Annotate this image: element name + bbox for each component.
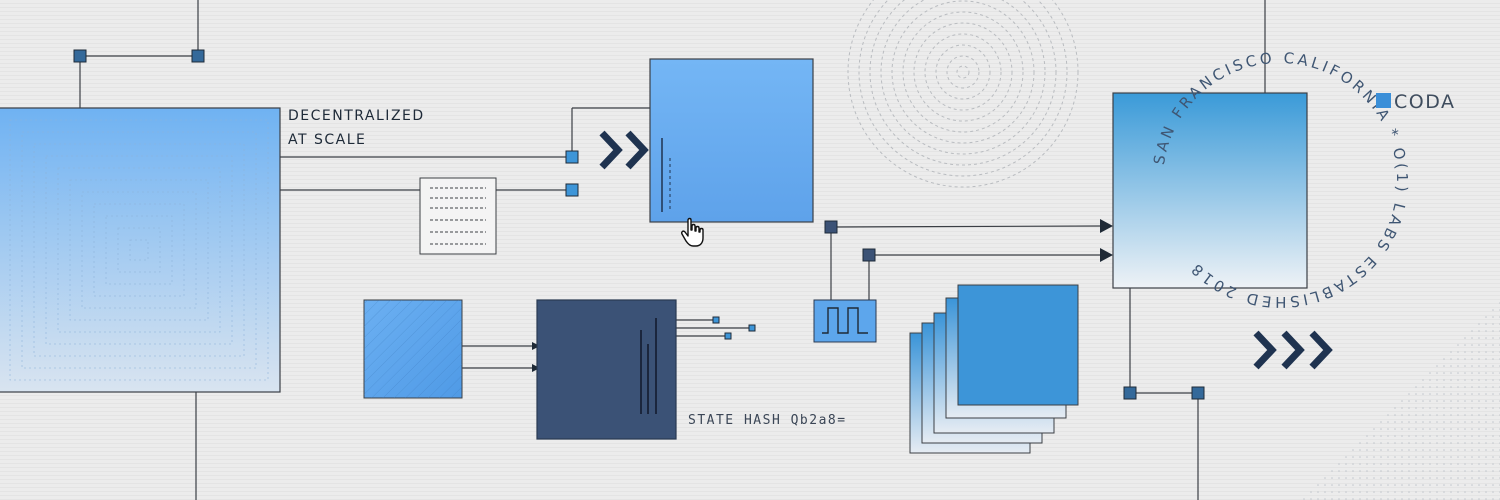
tagline-line-1: DECENTRALIZED (288, 108, 425, 124)
coda-logo-icon (1376, 93, 1391, 108)
node (1123, 386, 1137, 400)
arrowheads (532, 219, 1113, 372)
left-block (0, 107, 281, 393)
connector-nodes (73, 49, 1205, 400)
node (191, 49, 205, 63)
node (565, 183, 579, 197)
right-block (1112, 92, 1308, 289)
dot-pattern-corner (1300, 300, 1500, 500)
cursor-hand-icon (681, 217, 704, 247)
node (748, 324, 756, 332)
hatched-block (363, 299, 463, 399)
node (824, 220, 838, 234)
node (73, 49, 87, 63)
navy-block (536, 299, 677, 440)
node (1191, 386, 1205, 400)
stacked-blocks (909, 284, 1079, 454)
chevron-icon (599, 130, 649, 170)
node (565, 150, 579, 164)
seal-chevron-icon (1253, 330, 1333, 370)
pulse-wave-icon (813, 299, 877, 343)
state-hash-label: STATE HASH Qb2a8= (688, 413, 847, 428)
concentric-rings-decoration (847, 0, 1079, 188)
document-card (419, 177, 497, 255)
connector-lines (79, 0, 1266, 500)
node (862, 248, 876, 262)
brand-name: CODA (1394, 91, 1456, 113)
tagline-line-2: AT SCALE (288, 132, 366, 148)
node (712, 316, 720, 324)
middle-block (649, 58, 814, 223)
node (724, 332, 732, 340)
